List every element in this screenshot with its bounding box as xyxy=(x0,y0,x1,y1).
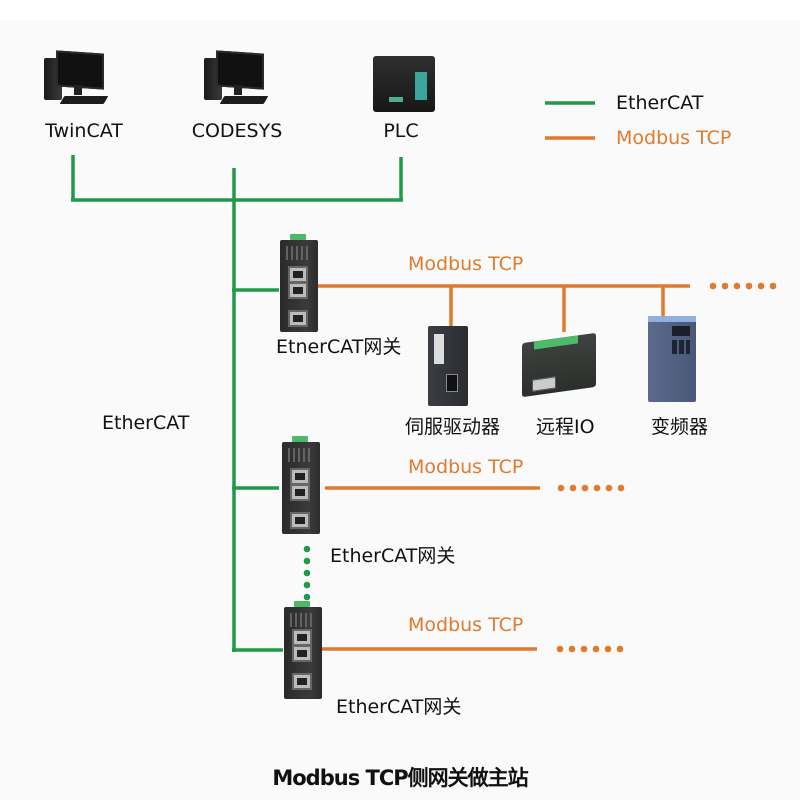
modbus-continuation-dots-3 xyxy=(556,645,624,653)
field-device-label-servo: 伺服驱动器 xyxy=(405,416,501,438)
legend-modbus-label: Modbus TCP xyxy=(616,127,732,149)
gateway-3-label: EtherCAT网关 xyxy=(336,696,462,718)
modbus-continuation-dots-2 xyxy=(557,484,625,492)
master-label-codesys: CODESYS xyxy=(191,120,283,142)
modbus-continuation-dots-1 xyxy=(709,282,777,290)
gateway-3-modbus-label: Modbus TCP xyxy=(408,614,524,636)
twincat-pc-icon xyxy=(44,50,109,110)
legend-ethercat-label: EtherCAT xyxy=(616,92,704,114)
field-device-label-remote-io: 远程IO xyxy=(536,416,595,438)
gateway-1-modbus-label: Modbus TCP xyxy=(408,253,524,275)
diagram-canvas xyxy=(0,20,800,800)
gateway-2-label: EtherCAT网关 xyxy=(330,545,456,567)
remote-io-icon xyxy=(522,332,596,398)
field-device-label-inverter: 变频器 xyxy=(651,416,709,438)
gateway-2-icon xyxy=(282,436,320,534)
diagram-caption: Modbus TCP侧网关做主站 xyxy=(272,766,528,790)
gateway-3-icon xyxy=(284,601,322,699)
codesys-pc-icon xyxy=(204,50,269,110)
master-label-plc: PLC xyxy=(383,120,419,142)
plc-icon xyxy=(373,56,435,112)
gateway-1-icon xyxy=(280,234,318,332)
master-label-twincat: TwinCAT xyxy=(45,120,123,142)
ethercat-bus-label: EtherCAT xyxy=(102,412,190,434)
servo-drive-icon xyxy=(428,326,468,406)
gateway-1-label: EtnerCAT网关 xyxy=(276,336,402,358)
inverter-icon xyxy=(648,316,696,402)
gateway-2-modbus-label: Modbus TCP xyxy=(408,456,524,478)
gateway-chain-dots xyxy=(303,545,311,601)
